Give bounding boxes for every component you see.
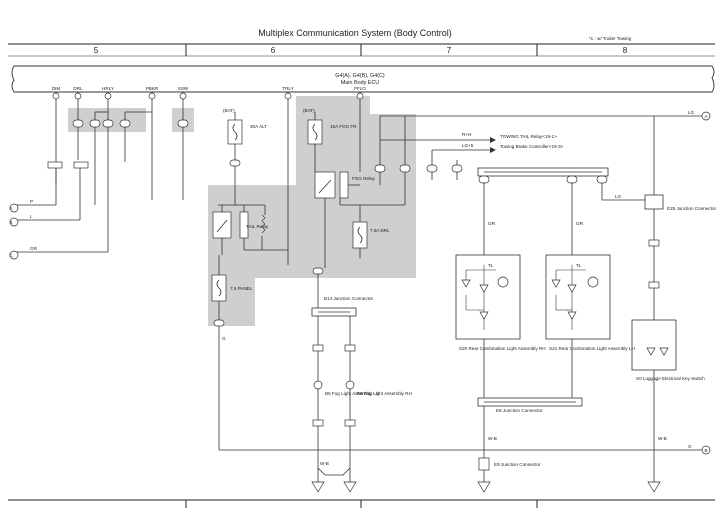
rear-rh-label: S20 Rear Combination Light Assembly RH [459, 346, 546, 351]
wire-gr-2-label: GR [488, 221, 496, 226]
pin-trly-label: TRLY [282, 86, 293, 91]
section-8: 8 [623, 46, 628, 55]
ecu-connectors-label: G4(A), G4(B), G4(C) [335, 73, 385, 79]
page-title: Multiplex Communication System (Body Con… [258, 28, 452, 38]
fuse-panel-label: 7.5 PANEL [230, 286, 253, 291]
rh-wire-label: R+H [462, 132, 471, 137]
pin-ssw-label: SSW [178, 86, 189, 91]
wire-lg: LG [688, 110, 695, 115]
fog-lh-label: B5 Fog Light Assembly LH [325, 391, 379, 396]
pin-fflo-label: FFLO [354, 86, 366, 91]
fuse-alt-label: 30A ALT [250, 124, 267, 129]
wire-g-panel-label: G [222, 336, 226, 341]
pin-pbkr-label: PBKR [146, 86, 159, 91]
fog-relay-label: FOG Relay [352, 176, 376, 181]
ecu-pin-circles [52, 92, 364, 100]
towing-tail-label: TOWING TAIL Relay<19-1> [500, 134, 557, 139]
section-7: 7 [447, 46, 452, 55]
wire-lg-2: LG [615, 194, 622, 199]
section-6: 6 [271, 46, 276, 55]
jc-e8-label: E8 Junction Connector [496, 408, 543, 413]
luggage-switch-label: S0 Luggage Electrical Key Switch [636, 376, 705, 381]
fog-rh-label: B6 Fog Light Assembly RH [357, 391, 412, 396]
wire-p: P [30, 199, 33, 204]
offpage-g-b: B [704, 448, 707, 453]
jc-e9-label: E9 Junction Connector [494, 462, 541, 467]
wire-wb-label: W-B [320, 461, 329, 466]
wire-g: G [688, 444, 692, 449]
tail-relay-label: TAIL Relay [246, 224, 269, 229]
pin-drl-label: DRL [73, 86, 83, 91]
wire-wb-3-label: W-B [658, 436, 667, 441]
offpage-lg-a: A [704, 114, 708, 119]
bat2-label: (BAT) [303, 108, 315, 113]
bat1-label: (BAT) [223, 108, 235, 113]
wire-gr-3-label: GR [576, 221, 584, 226]
lgh-wire-label: LG+5 [462, 143, 474, 148]
jc-b14-label: B14 Junction Connector [324, 296, 374, 301]
rear-lh-label: S21 Rear Combination Light Assembly LH [549, 346, 635, 351]
fuse-drl-label: 7.5A DRL [370, 228, 390, 233]
tl-rh-label: TL [488, 263, 494, 268]
offpage-b: B [9, 220, 12, 225]
towing-brake-label: Towing Brake Controller<19-3> [500, 144, 564, 149]
fuse-fog-label: 15A FOG FR [330, 124, 357, 129]
wire-l: L [30, 214, 33, 219]
section-5: 5 [94, 46, 99, 55]
ecu-name-label: Main Body ECU [341, 80, 379, 86]
pin-dim-label: DIM [52, 86, 61, 91]
jc-e25-label: E25 Junction Connector [667, 206, 717, 211]
pin-hrly-label: HRLY [102, 86, 114, 91]
wire-wb-2-label: W-B [488, 436, 497, 441]
tl-lh-label: TL [576, 263, 582, 268]
main-body-ecu-box [11, 65, 715, 93]
fuse-relay-shade [208, 96, 416, 326]
wire-gr: GR [30, 246, 38, 251]
offpage-c: C [9, 253, 13, 258]
towing-note: *1 : w/ Trailer Towing [589, 36, 632, 41]
offpage-a: A [9, 206, 13, 211]
